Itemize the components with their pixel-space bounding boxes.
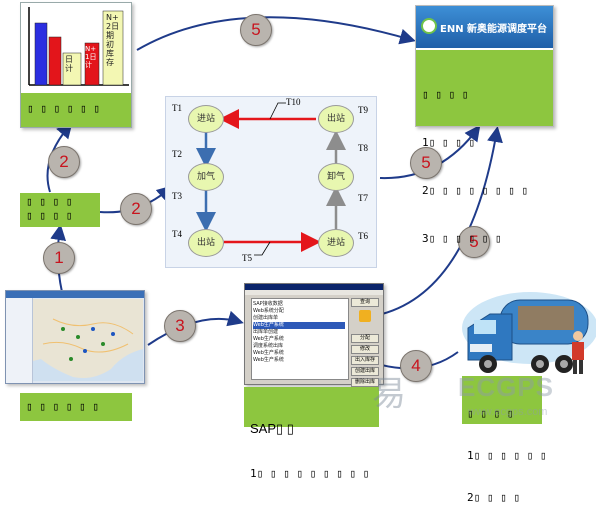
map-land (33, 299, 143, 378)
truck-text-box: ▯ ▯ ▯ ▯ 1▯ ▯ ▯ ▯ ▯ ▯ 2▯ ▯ ▯ ▯ (462, 376, 546, 504)
bar-1 (34, 22, 48, 86)
truck-line-2: 1▯ ▯ ▯ ▯ ▯ ▯ (467, 449, 547, 462)
t-label-4: T4 (172, 229, 182, 239)
t-label-10: T10 (286, 97, 301, 107)
step-2-circle-right: 2 (120, 193, 152, 225)
t-label-2: T2 (172, 149, 182, 159)
flow-node-unload: 卸气 (318, 163, 354, 191)
sap-list-items: SAP接收数据 Web系统分配 创建出库单 Web生产系统 出库单创建 Web生… (253, 301, 345, 364)
sap-list-item[interactable]: SAP接收数据 (253, 301, 283, 307)
flow-node-enter-2: 进站 (318, 229, 354, 257)
bar-3 (62, 52, 82, 86)
enn-header: ENN 新奥能源调度平台 (416, 6, 553, 48)
enn-text-box: ▯ ▯ ▯ ▯ 1▯ ▯ ▯ ▯ 2▯ ▯ ▯ ▯ ▯ ▯ ▯ ▯ 3▯ ▯ ▯… (416, 50, 553, 245)
t-label-1: T1 (172, 103, 182, 113)
step-3-circle: 3 (164, 310, 196, 342)
sap-button[interactable]: 删除出库 (351, 378, 379, 387)
arrow-5-low (381, 126, 503, 315)
flow-node-exit-1: 出站 (188, 229, 224, 257)
map-screenshot (5, 290, 145, 384)
sap-list-item[interactable]: Web生产系统 (253, 357, 284, 363)
truck-icon (462, 292, 598, 374)
sap-button[interactable]: 创建出库 (351, 367, 379, 376)
inventory-chart-panel: 日计 N+1日计 N+2日期初库存 ▯ ▯ ▯ ▯ ▯ ▯ (20, 2, 132, 128)
step-2-circle-upper: 2 (48, 146, 80, 178)
bar-5-label: N+2日期初库存 (106, 13, 120, 67)
bar-4 (84, 42, 100, 86)
enn-header-title: ENN 新奥能源调度平台 (440, 24, 548, 35)
sap-window-screenshot: SAP接收数据 Web系统分配 创建出库单 Web生产系统 出库单创建 Web生… (244, 283, 384, 387)
bar-4-label: N+1日计 (85, 45, 97, 69)
step-5-circle-top: 5 (240, 14, 272, 46)
flow-node-exit-2: 出站 (318, 105, 354, 133)
t-label-7: T7 (358, 193, 368, 203)
flow-node-fill: 加气 (188, 163, 224, 191)
t-label-3: T3 (172, 191, 182, 201)
sap-button[interactable]: 修改 (351, 345, 379, 354)
step-4-circle: 4 (400, 350, 432, 382)
bar-2 (48, 36, 62, 86)
step-5-circle-mid: 5 (410, 147, 442, 179)
map-caption-box: ▯ ▯ ▯ ▯ ▯ ▯ (20, 393, 132, 421)
t-label-5: T5 (242, 253, 252, 263)
t-label-9: T9 (358, 105, 368, 115)
arrow-3 (147, 310, 244, 346)
step-1-circle: 1 (43, 242, 75, 274)
sap-list-item[interactable]: Web生产系统 (253, 350, 284, 356)
enn-logo-icon (421, 18, 437, 34)
sap-shield-icon (359, 310, 371, 322)
arrow-5-top (136, 16, 416, 51)
station-flow-diagram: 进站 加气 出站 出站 卸气 进站 T1 T2 T3 T4 T5 T6 T7 T… (165, 96, 377, 268)
orders-text-box: ▯ ▯ ▯ ▯ ▯ ▯ ▯ ▯ (20, 193, 100, 227)
enn-platform-panel: ENN 新奥能源调度平台 ▯ ▯ ▯ ▯ 1▯ ▯ ▯ ▯ 2▯ ▯ ▯ ▯ ▯… (415, 5, 554, 245)
sap-menubar (245, 290, 383, 295)
bar-3-label: 日计 (65, 55, 73, 73)
enn-line-2: 1▯ ▯ ▯ ▯ (422, 136, 475, 149)
map-titlebar (6, 291, 144, 298)
sap-list-item[interactable]: Web生产系统 (253, 322, 345, 329)
lng-truck-illustration (460, 288, 598, 384)
sap-line-1: SAP▯ ▯ (250, 421, 294, 436)
sap-list (251, 298, 349, 380)
sap-list-item[interactable]: 出库单创建 (253, 329, 279, 335)
t-label-6: T6 (358, 231, 368, 241)
sap-list-item[interactable]: Web系统分配 (253, 308, 284, 314)
enn-line-3: 2▯ ▯ ▯ ▯ ▯ ▯ ▯ ▯ (422, 184, 528, 197)
sap-text-box: SAP▯ ▯ 1▯ ▯ ▯ ▯ ▯ ▯ ▯ ▯ ▯ (244, 387, 379, 480)
flow-node-enter-1: 进站 (188, 105, 224, 133)
sap-line-2: 1▯ ▯ ▯ ▯ ▯ ▯ ▯ ▯ ▯ (250, 467, 370, 480)
sap-list-item[interactable]: 创建出库单 (253, 315, 279, 321)
t-label-8: T8 (358, 143, 368, 153)
sap-button[interactable]: 分配 (351, 334, 379, 343)
truck-line-3: 2▯ ▯ ▯ ▯ (467, 491, 520, 504)
inventory-text-box: ▯ ▯ ▯ ▯ ▯ ▯ (21, 93, 131, 127)
sap-button[interactable]: 查询 (351, 298, 379, 307)
map-sidebar (6, 298, 33, 383)
sap-buttons: 查询 分配 修改 出入库存 创建出库 删除出库 (351, 298, 379, 387)
enn-line-4: 3▯ ▯ ▯ ▯ ▯ ▯ (422, 232, 502, 245)
enn-line-1: ▯ ▯ ▯ ▯ (422, 88, 469, 101)
sap-list-item[interactable]: 调度系统出库 (253, 343, 284, 349)
inventory-bar-chart (28, 7, 129, 86)
bar-5 (102, 10, 124, 86)
flow-arrows (196, 102, 346, 256)
truck-line-1: ▯ ▯ ▯ ▯ (467, 407, 514, 420)
sap-titlebar (245, 284, 383, 290)
step-5-circle-low: 5 (458, 226, 490, 258)
sap-list-item[interactable]: Web生产系统 (253, 336, 284, 342)
sap-button[interactable]: 出入库存 (351, 356, 379, 365)
